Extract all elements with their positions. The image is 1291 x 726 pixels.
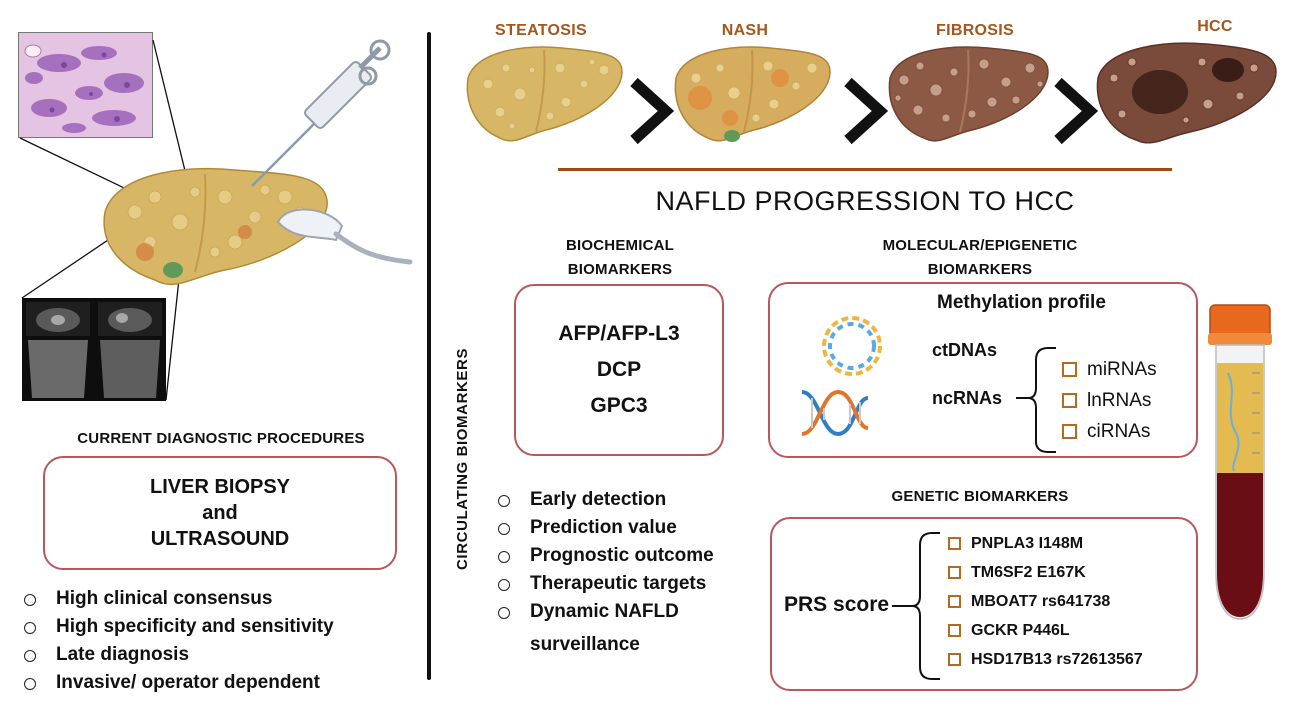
syringe-icon <box>230 28 405 203</box>
list-item: Dynamic NAFLD <box>496 598 714 626</box>
genetic-biomarkers-box: PRS score PNPLA3 I148M TM6SF2 E167K MBOA… <box>770 517 1198 691</box>
liver-biopsy-label: LIVER BIOPSY <box>149 476 291 498</box>
chevron-right-icon <box>842 76 889 146</box>
liver-fibrosis-illustration <box>884 38 1054 158</box>
list-item-continuation: surveillance <box>530 634 640 655</box>
genetic-heading: GENETIC BIOMARKERS <box>891 488 1069 505</box>
ncrna-types-list: miRNAs lnRNAs ciRNAs <box>1062 354 1157 447</box>
prs-score-label: PRS score <box>784 593 890 616</box>
chevron-right-icon <box>628 76 675 146</box>
dna-helix-icon <box>798 384 870 442</box>
genetic-variants-list: PNPLA3 I148M TM6SF2 E167K MBOAT7 rs64173… <box>948 529 1143 674</box>
checkbox-icon <box>1062 424 1077 439</box>
list-item: Therapeutic targets <box>496 570 714 598</box>
biochemical-heading: BIOCHEMICAL BIOMARKERS <box>565 237 675 278</box>
liver-illustration <box>95 152 335 302</box>
ncrna-label: ncRNAs <box>932 388 1003 408</box>
stage-label-hcc: HCC <box>1197 18 1233 35</box>
methylation-profile-label: Methylation profile <box>937 292 1106 313</box>
and-label: and <box>202 502 238 524</box>
list-item: Late diagnosis <box>22 641 334 669</box>
list-item: MBOAT7 rs641738 <box>948 587 1143 616</box>
ncrna-brace <box>1016 347 1056 453</box>
list-item: GCKR P446L <box>948 616 1143 645</box>
diagnostic-procedures-box: LIVER BIOPSY and ULTRASOUND <box>43 456 397 570</box>
ultrasound-label: ULTRASOUND <box>150 528 290 550</box>
liver-nash-illustration <box>670 38 835 158</box>
liver-histology-image <box>18 32 153 138</box>
checkbox-icon <box>948 537 961 550</box>
chevron-right-icon <box>1052 76 1099 146</box>
circular-dna-icon <box>812 306 892 386</box>
checkbox-icon <box>948 624 961 637</box>
page-title: NAFLD PROGRESSION TO HCC <box>655 186 1075 216</box>
molecular-heading: MOLECULAR/EPIGENETIC BIOMARKERS <box>882 237 1078 278</box>
biomarker-afp: AFP/AFP-L3 <box>558 322 680 345</box>
list-item: Prediction value <box>496 514 714 542</box>
list-item: ciRNAs <box>1062 416 1157 447</box>
ctdna-label: ctDNAs <box>932 340 998 360</box>
checkbox-icon <box>1062 362 1077 377</box>
stage-label-nash: NASH <box>721 22 769 39</box>
checkbox-icon <box>948 566 961 579</box>
biomarker-benefits-list: Early detection Prediction value Prognos… <box>496 486 714 626</box>
list-item: miRNAs <box>1062 354 1157 385</box>
ultrasound-probe-icon <box>270 200 415 275</box>
blood-tube-icon <box>1204 303 1276 623</box>
diagnostic-procedures-heading: CURRENT DIAGNOSTIC PROCEDURES <box>77 430 365 447</box>
liver-hcc-illustration <box>1092 34 1282 159</box>
list-item: High clinical consensus <box>22 585 334 613</box>
vertical-divider <box>427 32 431 680</box>
stage-label-fibrosis: FIBROSIS <box>936 22 1014 39</box>
list-item: TM6SF2 E167K <box>948 558 1143 587</box>
list-item: Prognostic outcome <box>496 542 714 570</box>
stage-label-steatosis: STEATOSIS <box>495 22 587 39</box>
prs-brace <box>892 532 940 680</box>
ultrasound-scan-image <box>22 298 166 401</box>
list-item: High specificity and sensitivity <box>22 613 334 641</box>
diagnostic-features-list: High clinical consensus High specificity… <box>22 585 334 697</box>
progression-divider-line <box>558 168 1172 171</box>
biochemical-biomarkers-box: AFP/AFP-L3 DCP GPC3 <box>514 284 724 456</box>
list-item: PNPLA3 I148M <box>948 529 1143 558</box>
list-item: HSD17B13 rs72613567 <box>948 645 1143 674</box>
list-item: Invasive/ operator dependent <box>22 669 334 697</box>
list-item: Early detection <box>496 486 714 514</box>
checkbox-icon <box>948 653 961 666</box>
liver-steatosis-illustration <box>462 38 627 158</box>
circulating-biomarkers-label: CIRCULATING BIOMARKERS <box>454 347 471 570</box>
checkbox-icon <box>1062 393 1077 408</box>
biomarker-dcp: DCP <box>596 358 642 381</box>
biomarker-gpc3: GPC3 <box>590 394 648 417</box>
list-item: lnRNAs <box>1062 385 1157 416</box>
checkbox-icon <box>948 595 961 608</box>
molecular-biomarkers-box: Methylation profile ctDNAs ncRNAs miRNAs… <box>768 282 1198 458</box>
